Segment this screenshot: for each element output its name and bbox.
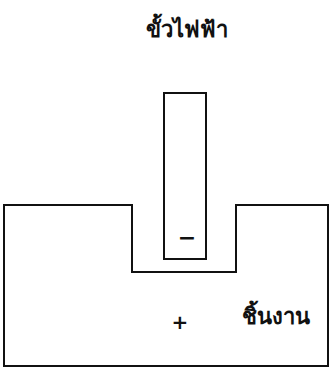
polarity-sign: +	[172, 311, 189, 333]
part-label: ชิ้นงาน	[242, 305, 310, 329]
electrode-label: ขั้วไฟฟ้า	[146, 18, 228, 42]
polarity-sign: −	[178, 226, 196, 250]
workpiece-shape	[4, 205, 328, 366]
electrode-node: ขั้วไฟฟ้า−	[163, 92, 207, 260]
